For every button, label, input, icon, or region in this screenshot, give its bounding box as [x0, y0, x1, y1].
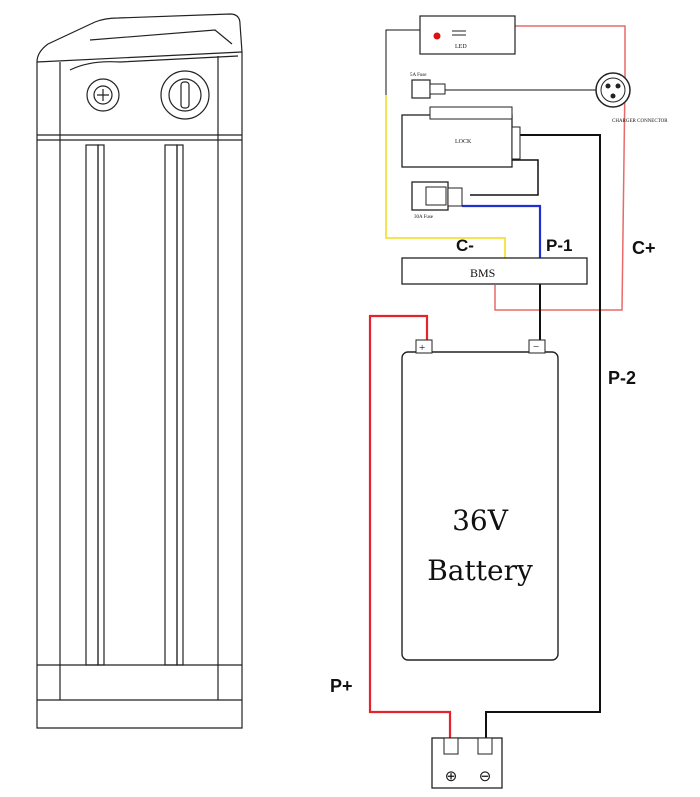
c-plus-wire	[494, 25, 626, 311]
screw-outer	[86, 78, 120, 112]
battery-plus-terminal	[415, 339, 433, 354]
cap-ridge	[69, 55, 239, 71]
bms-label: BMS	[470, 266, 495, 280]
output-plus-icon: ⊕	[445, 769, 458, 785]
p-plus-wire	[368, 314, 452, 738]
main-fuse-inner	[425, 186, 447, 206]
lock-body	[401, 114, 513, 168]
label-c-minus: C-	[456, 236, 474, 255]
screw-head-cross	[97, 89, 109, 101]
small-fuse-cap	[429, 83, 446, 95]
charger-pin-1	[605, 83, 611, 89]
battery-box	[401, 351, 559, 661]
lock-switch: LOCK	[401, 106, 521, 168]
led-lead-wire	[385, 29, 420, 95]
key-lock-outer	[160, 70, 210, 120]
small-fuse-body	[411, 79, 431, 99]
main-fuse-label: 30A Fuse	[414, 215, 434, 220]
label-p2: P-2	[608, 368, 636, 388]
cap-seam	[36, 51, 243, 63]
battery-minus-terminal	[528, 339, 546, 354]
led-label: LED	[455, 44, 467, 50]
groove-2b	[176, 144, 184, 666]
lock-label: LOCK	[455, 139, 472, 145]
bms-box	[401, 257, 588, 285]
battery-housing-drawing	[36, 13, 243, 729]
main-fuse: 30A Fuse	[411, 181, 463, 220]
small-fuse: 5A Fuse	[410, 73, 446, 99]
p1-wire	[462, 204, 542, 262]
charger-pin-2	[615, 83, 621, 89]
charger-pin-3	[610, 93, 616, 99]
lock-top	[429, 106, 513, 120]
output-minus-icon: ⊖	[479, 769, 492, 785]
p2-wire	[485, 134, 601, 738]
wire-labels: C- P-1 C+ P-2 P+	[330, 236, 656, 696]
battery-minus-symbol: −	[533, 341, 539, 353]
c-minus-wire	[385, 95, 506, 258]
groove-2	[164, 144, 178, 666]
label-p1: P-1	[546, 236, 572, 255]
led-indicator: LED	[419, 15, 516, 55]
led-box	[419, 15, 516, 55]
battery-cells: + − 36V Battery	[401, 339, 559, 661]
key-slot	[180, 81, 190, 109]
output-connector: ⊕ ⊖	[431, 737, 503, 789]
output-plus-pin	[443, 737, 459, 755]
small-fuse-label: 5A Fuse	[410, 73, 427, 78]
groove-1	[85, 144, 99, 666]
wires	[368, 25, 626, 738]
key-lock-inner	[168, 78, 202, 112]
led-dot-icon	[433, 32, 441, 40]
groove-1b	[97, 144, 105, 666]
led-bars-icon	[452, 30, 466, 36]
lock-fuse-wire	[470, 159, 539, 196]
charger-connector: CHARGER CONNECTOR	[595, 72, 668, 124]
top-handle	[89, 29, 233, 45]
screw-inner	[93, 85, 113, 105]
battery-word: Battery	[427, 554, 533, 587]
main-fuse-cap	[447, 187, 463, 207]
lock-side	[511, 126, 521, 160]
battery-voltage: 36V	[452, 504, 509, 537]
bms-board: BMS	[401, 257, 588, 285]
battery-plus-symbol: +	[419, 342, 425, 354]
output-minus-pin	[477, 737, 493, 755]
label-c-plus: C+	[632, 238, 656, 258]
charger-label: CHARGER CONNECTOR	[612, 119, 668, 124]
housing-outline	[36, 13, 243, 729]
label-p-plus: P+	[330, 676, 353, 696]
